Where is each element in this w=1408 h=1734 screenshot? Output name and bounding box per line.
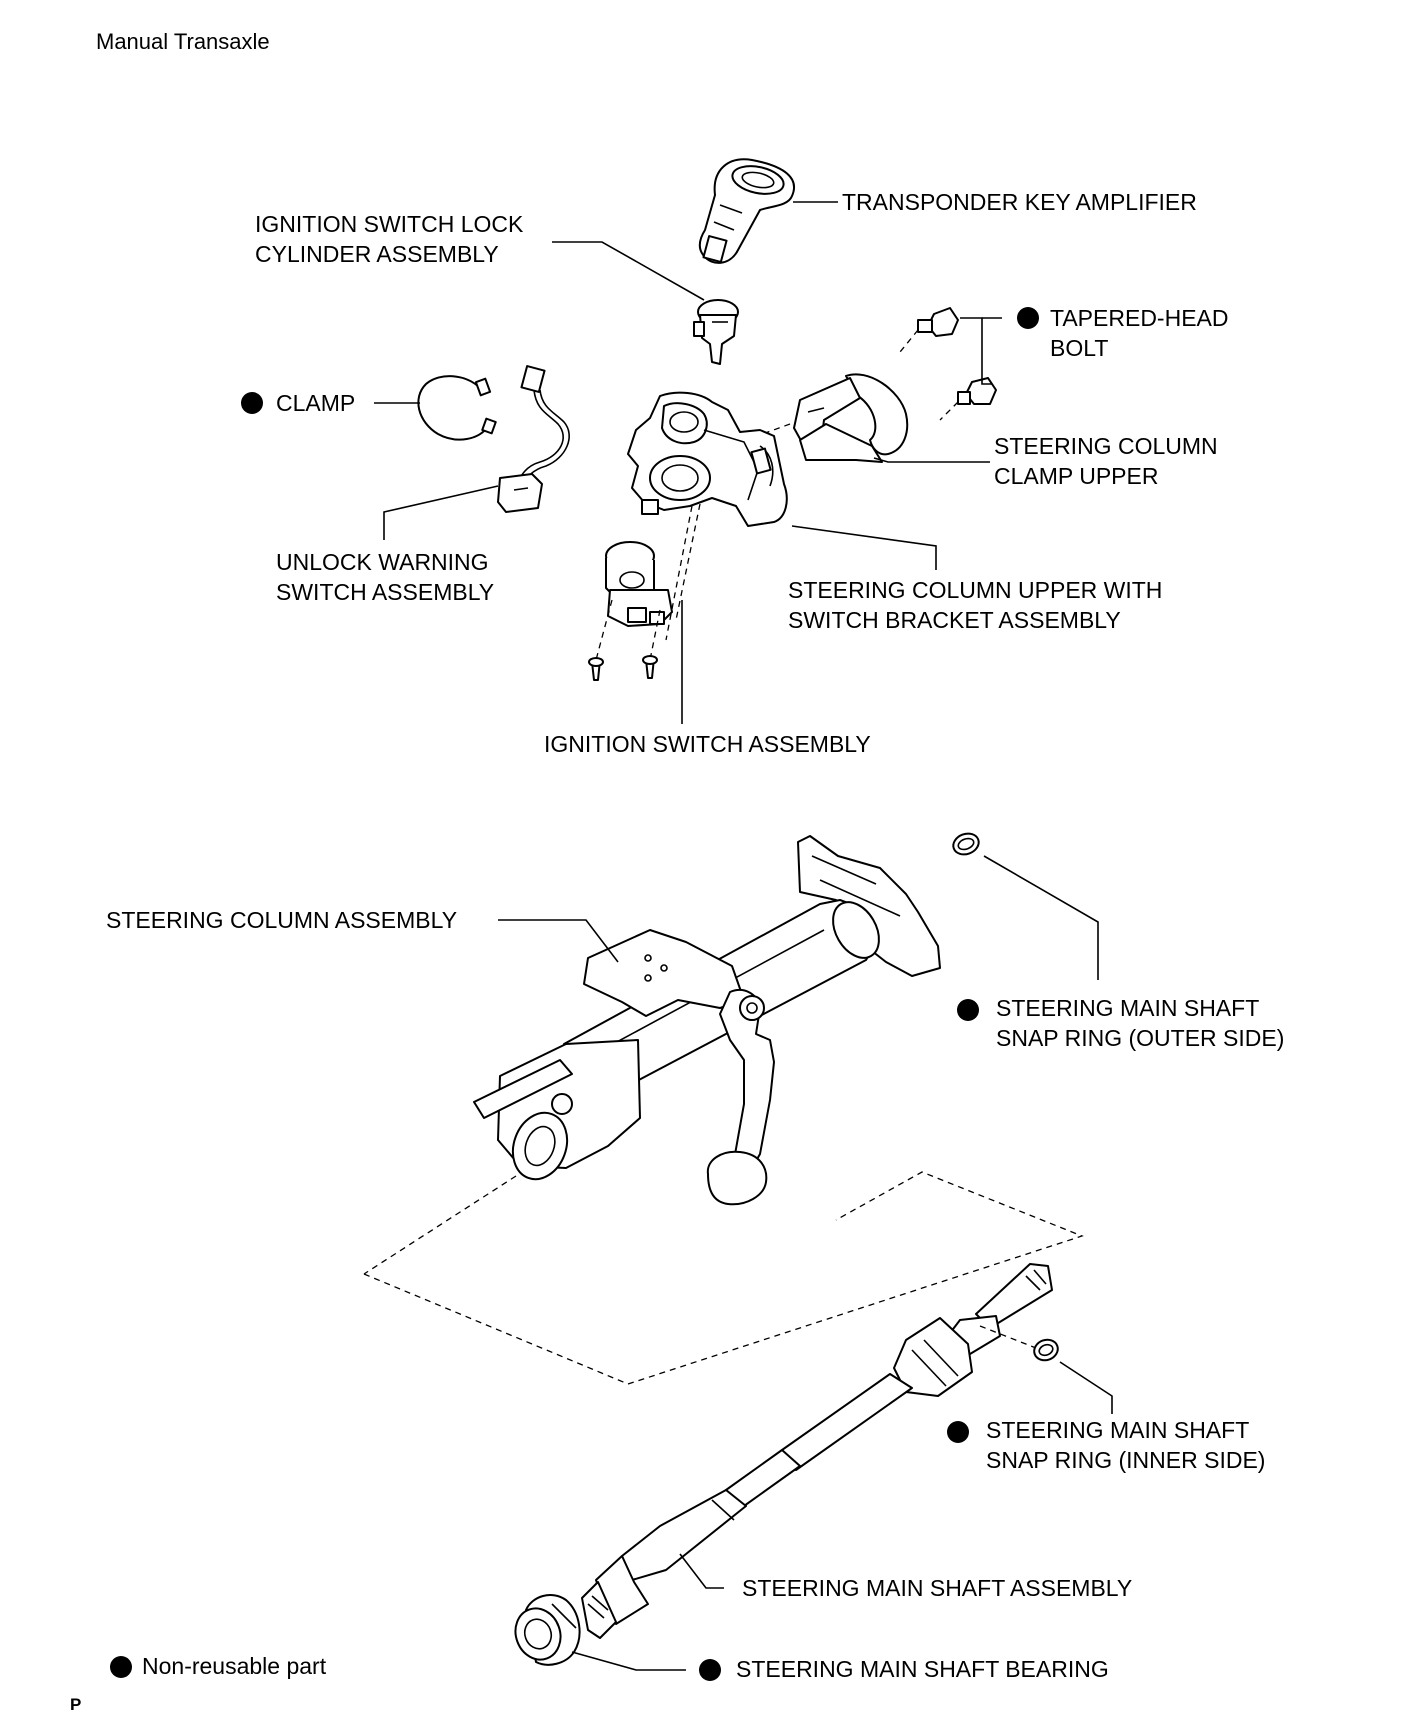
label-clamp-upper-line1: STEERING COLUMN (994, 433, 1218, 459)
page-footer-code: P (70, 1695, 82, 1714)
tapered-bolt-non-reusable-icon (1017, 307, 1039, 329)
label-lock-cylinder-line2: CYLINDER ASSEMBLY (255, 241, 499, 267)
snap-ring-inner-part (1033, 1338, 1059, 1362)
column-upper-leader (791, 525, 937, 570)
legend-non-reusable-icon (110, 1656, 132, 1678)
snap-ring-outer-part (952, 832, 980, 856)
label-shaft-assembly: STEERING MAIN SHAFT ASSEMBLY (742, 1575, 1133, 1601)
label-unlock-switch-line2: SWITCH ASSEMBLY (276, 579, 495, 605)
label-tapered-bolt-line1: TAPERED-HEAD (1050, 305, 1229, 331)
column-upper-dashed-2 (675, 503, 701, 621)
switch-screw-parts (588, 655, 658, 681)
label-transponder-key-amplifier: TRANSPONDER KEY AMPLIFIER (842, 189, 1197, 215)
label-clamp: CLAMP (276, 390, 356, 416)
column-assembly-dashed (363, 1175, 517, 1275)
steering-column-assembly-part (473, 835, 941, 1206)
column-assembly-leader (498, 919, 619, 963)
snap-inner-non-reusable-icon (947, 1421, 969, 1443)
snap-outer-leader (983, 855, 1099, 980)
bearing-leader (571, 1651, 686, 1671)
unlock-warning-switch-part (497, 365, 570, 513)
column-clamp-upper-part (793, 373, 909, 463)
page-header: Manual Transaxle (96, 29, 270, 54)
label-snap-inner-line2: SNAP RING (INNER SIDE) (986, 1447, 1266, 1473)
bolt-leader-bracket (960, 317, 992, 385)
legend-non-reusable-label: Non-reusable part (142, 1653, 327, 1679)
shaft-assembly-leader (679, 1553, 724, 1589)
bearing-non-reusable-icon (699, 1659, 721, 1681)
steering-main-shaft-part (581, 1263, 1053, 1639)
label-ignition-switch: IGNITION SWITCH ASSEMBLY (544, 731, 871, 757)
column-upper-bracket-part (627, 391, 788, 527)
switch-screw-dashed-2 (649, 609, 661, 661)
snap-outer-non-reusable-icon (957, 999, 979, 1021)
label-clamp-upper-line2: CLAMP UPPER (994, 463, 1159, 489)
clamp-non-reusable-icon (241, 392, 263, 414)
clamp-upper-dashed (745, 423, 791, 441)
lock-cylinder-leader (552, 241, 705, 301)
label-column-upper-line1: STEERING COLUMN UPPER WITH (788, 577, 1163, 603)
tapered-head-bolt-parts (899, 307, 997, 421)
transponder-key-amplifier-part (698, 158, 795, 264)
label-snap-inner-line1: STEERING MAIN SHAFT (986, 1417, 1250, 1443)
label-snap-outer-line1: STEERING MAIN SHAFT (996, 995, 1260, 1021)
clamp-upper-leader (873, 457, 990, 463)
ignition-switch-part (605, 541, 673, 627)
label-column-assembly: STEERING COLUMN ASSEMBLY (106, 907, 458, 933)
shaft-bearing-part (514, 1594, 581, 1666)
clamp-ring-part (417, 375, 497, 441)
label-unlock-switch-line1: UNLOCK WARNING (276, 549, 489, 575)
column-upper-dashed-1 (665, 505, 693, 641)
label-shaft-bearing: STEERING MAIN SHAFT BEARING (736, 1656, 1109, 1682)
snap-inner-leader (1059, 1361, 1113, 1414)
lock-cylinder-part (693, 299, 739, 365)
label-tapered-bolt-line2: BOLT (1050, 335, 1109, 361)
shaft-guide-dashed (363, 1171, 1084, 1385)
label-snap-outer-line2: SNAP RING (OUTER SIDE) (996, 1025, 1285, 1051)
label-lock-cylinder-line1: IGNITION SWITCH LOCK (255, 211, 524, 237)
unlock-switch-leader (383, 485, 499, 540)
label-column-upper-line2: SWITCH BRACKET ASSEMBLY (788, 607, 1121, 633)
